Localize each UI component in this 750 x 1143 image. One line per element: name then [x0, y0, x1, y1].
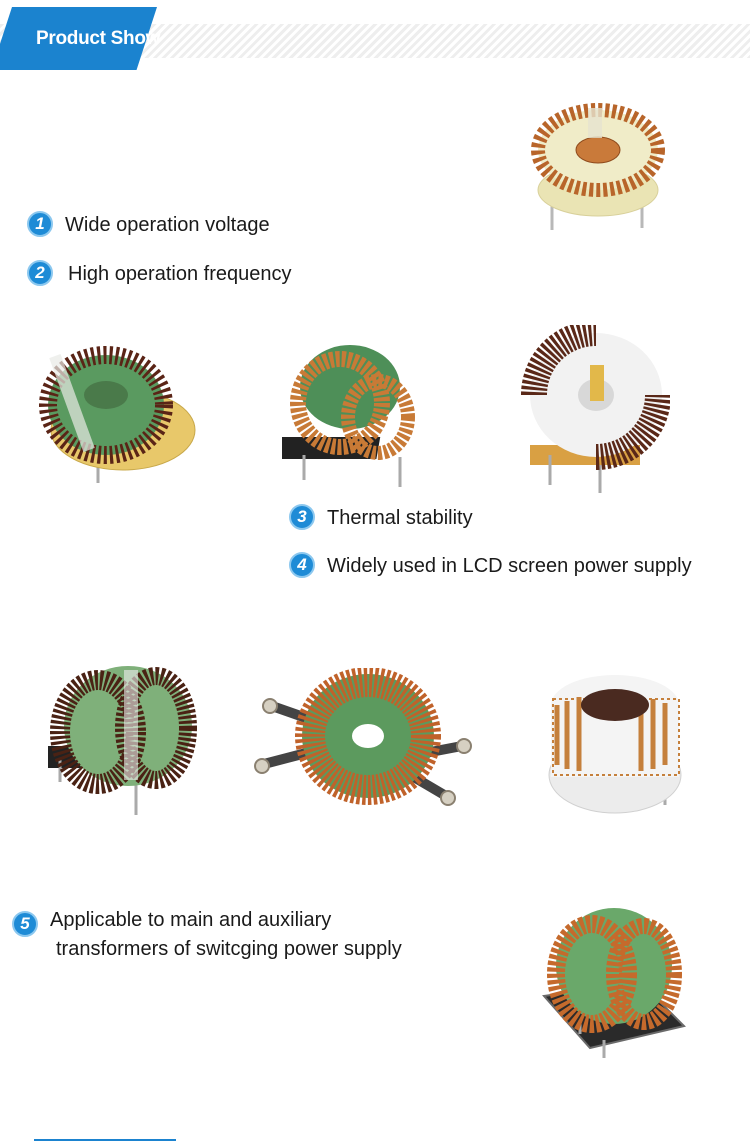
divider	[34, 1139, 176, 1141]
inductor-winding	[606, 918, 682, 1030]
feature-item: 5 Applicable to main and auxiliary trans…	[12, 906, 402, 964]
number-badge: 4	[289, 552, 315, 578]
feature-text-line: transformers of switcging power supply	[56, 938, 402, 960]
product-photo	[548, 675, 682, 814]
number-badge: 3	[289, 504, 315, 530]
feature-text: High operation frequency	[68, 263, 292, 285]
inductor-winding	[290, 351, 390, 455]
inductor-winding	[521, 325, 597, 396]
feature-item: 3 Thermal stability	[289, 504, 473, 533]
product-photo	[521, 325, 670, 493]
inductor-winding	[554, 697, 668, 771]
inductor-winding	[547, 915, 637, 1033]
inductor-winding	[595, 394, 670, 470]
inductor-winding	[531, 103, 665, 197]
product-photo	[39, 346, 196, 483]
product-photo	[531, 103, 665, 230]
inductor-winding	[341, 374, 415, 460]
number-badge: 1	[27, 211, 53, 237]
product-photo	[48, 666, 197, 815]
feature-text: Thermal stability	[327, 507, 473, 529]
feature-item: 1 Wide operation voltage	[27, 211, 270, 240]
number-badge: 2	[27, 260, 53, 286]
feature-item: 4 Widely used in LCD screen power supply	[289, 552, 692, 581]
feature-text: Applicable to main and auxiliary transfo…	[50, 906, 402, 964]
page-title: Product Show	[36, 28, 161, 49]
feature-item: 2 High operation frequency	[27, 260, 291, 289]
product-photo	[282, 345, 415, 487]
product-photo	[542, 908, 686, 1058]
inductor-winding	[39, 346, 173, 464]
feature-text: Wide operation voltage	[65, 214, 270, 236]
inductor-winding	[115, 667, 197, 789]
number-badge: 5	[12, 911, 38, 937]
product-photo	[254, 668, 472, 806]
feature-text: Widely used in LCD screen power supply	[327, 555, 692, 577]
inductor-winding	[295, 668, 441, 805]
feature-text-line: Applicable to main and auxiliary	[50, 909, 332, 931]
inductor-core	[556, 908, 672, 1024]
